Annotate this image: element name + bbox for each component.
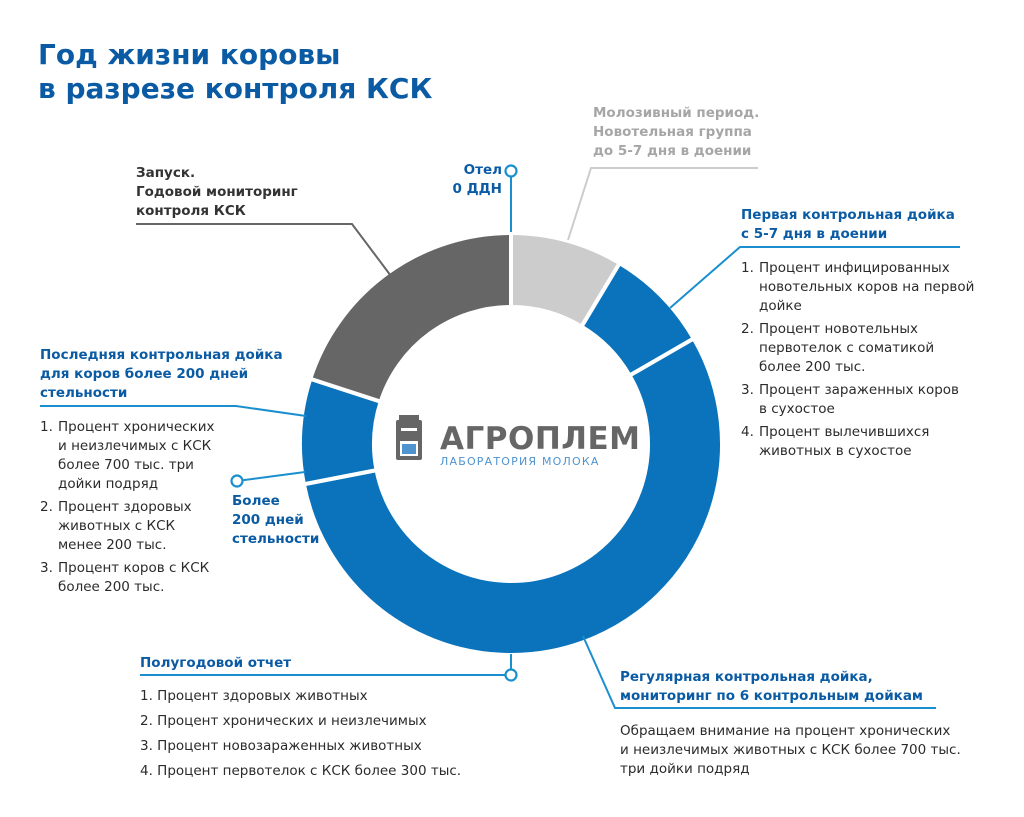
last-control-item-3: 3. Процент коров с КСК более 200 тыс. xyxy=(40,559,215,597)
first-control-item-2: 2. Процент новотельных первотелок с сомати… xyxy=(741,320,974,377)
title-line-2: в разрезе контроля КСК xyxy=(38,72,433,105)
last-control-item-text: животных с КСК xyxy=(58,518,176,534)
first-control-item-text: в сухостое xyxy=(759,401,835,417)
last-control-item-text: менее 200 тыс. xyxy=(58,537,167,553)
half-year-dot xyxy=(504,668,518,682)
last-control-heading: Последняя контрольная дойка для коров бо… xyxy=(40,347,283,401)
first-control-item-3: 3. Процент зараженных коров в сухостое xyxy=(741,381,974,419)
half-year-item-2: 2. Процент хронических и неизлечимых xyxy=(140,713,427,729)
half-year-item-3: 3. Процент новозараженных животных xyxy=(140,738,422,754)
first-control-item-text: дойке xyxy=(759,298,802,314)
last-control-item-text: и неизлечимых с КСК xyxy=(58,438,212,454)
first-control-item-text: Процент новотельных xyxy=(759,321,918,337)
last-control-item-text: Процент коров с КСК xyxy=(58,560,210,576)
milk-bottle-icon xyxy=(396,415,422,460)
half-year-item-1: 1. Процент здоровых животных xyxy=(140,688,368,704)
last-control-item-text: Процент хронических xyxy=(58,419,215,435)
first-control-connector xyxy=(669,246,960,309)
last-control-connector xyxy=(40,405,307,417)
first-control-item-1: 1. Процент инфицированных новотельных коро… xyxy=(741,259,974,316)
first-control-item-number: 3. xyxy=(741,382,754,398)
pregnancy-label: Более 200 дней стельности xyxy=(232,493,320,547)
pregnancy-dot xyxy=(230,474,244,488)
half-year-heading: Полугодовой отчет xyxy=(140,655,292,671)
last-control-item-text: Процент здоровых xyxy=(58,499,192,515)
calving-label: Отел 0 ДДН xyxy=(452,162,502,197)
last-control-item-2: 2. Процент здоровых животных с КСК менее 20… xyxy=(40,498,215,555)
first-control-item-text: Процент инфицированных xyxy=(759,260,950,276)
calving-dot xyxy=(504,164,518,178)
logo-name: АГРОПЛЕМ xyxy=(440,421,641,457)
first-control-item-text: новотельных коров на первой xyxy=(759,279,975,295)
logo: АГРОПЛЕМ ЛАБОРАТОРИЯ МОЛОКА xyxy=(440,423,641,468)
pregnancy-connector xyxy=(236,471,306,482)
last-control-item-text: более 700 тыс. три xyxy=(58,457,194,473)
dry-off-label: Запуск. Годовой мониторинг контроля КСК xyxy=(136,165,298,219)
colostrum-label: Молозивный период. Новотельная группа до… xyxy=(593,105,760,159)
first-control-item-text: Процент вылечившихся xyxy=(759,424,930,440)
donut-segment-5 xyxy=(307,230,513,405)
logo-subtitle: ЛАБОРАТОРИЯ МОЛОКА xyxy=(440,455,600,468)
last-control-item-number: 1. xyxy=(40,419,53,435)
regular-control-heading: Регулярная контрольная дойка, мониторинг… xyxy=(620,669,923,704)
first-control-item-4: 4. Процент вылечившихся животных в сухосто… xyxy=(741,423,974,461)
first-control-heading: Первая контрольная дойка с 5-7 дня в дое… xyxy=(741,207,955,242)
last-control-list: 1. Процент хронических и неизлечимых с КСК… xyxy=(40,418,215,601)
first-control-item-number: 1. xyxy=(741,260,754,276)
colostrum-connector xyxy=(567,167,758,241)
last-control-item-text: дойки подряд xyxy=(58,476,159,492)
first-control-item-text: Процент зараженных коров xyxy=(759,382,960,398)
first-control-item-text: животных в сухостое xyxy=(759,443,912,459)
half-year-item-4: 4. Процент первотелок с КСК более 300 ты… xyxy=(140,763,462,779)
last-control-item-text: более 200 тыс. xyxy=(58,579,165,595)
half-year-list: 1. Процент здоровых животных 2. Процент х… xyxy=(140,687,461,787)
last-control-item-number: 3. xyxy=(40,560,53,576)
regular-control-note: Обращаем внимание на процент хронических… xyxy=(620,723,961,777)
first-control-item-text: более 200 тыс. xyxy=(759,359,866,375)
marker-dots xyxy=(230,164,518,682)
dry-off-connector xyxy=(136,223,392,277)
regular-control-connector xyxy=(582,635,936,709)
title-line-1: Год жизни коровы xyxy=(38,38,341,71)
last-control-item-number: 2. xyxy=(40,499,53,515)
donut-chart xyxy=(298,230,724,657)
first-control-list: 1. Процент инфицированных новотельных коро… xyxy=(741,259,974,465)
page-title: Год жизни коровы в разрезе контроля КСК xyxy=(38,38,518,106)
last-control-item-1: 1. Процент хронических и неизлечимых с КСК… xyxy=(40,418,215,494)
first-control-item-number: 4. xyxy=(741,424,754,440)
first-control-item-text: первотелок с соматикой xyxy=(759,340,935,356)
donut-segment-3 xyxy=(301,335,724,657)
first-control-item-number: 2. xyxy=(741,321,754,337)
